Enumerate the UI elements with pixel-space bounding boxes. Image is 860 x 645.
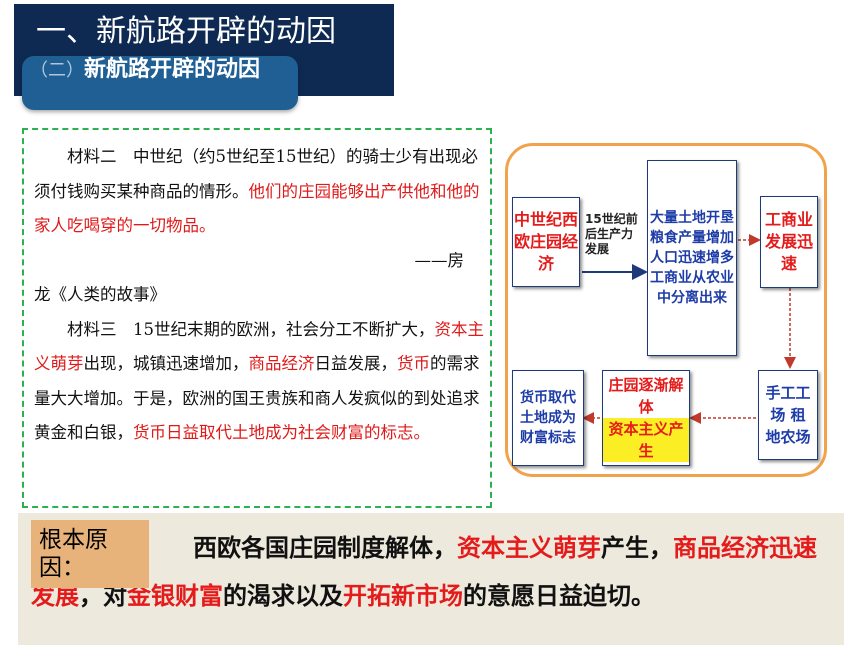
flow-box-dissolve-line2: 资本主义产生 xyxy=(603,418,689,462)
reason-panel xyxy=(18,513,844,645)
material-paragraph: 龙《人类的故事》 xyxy=(34,278,484,313)
subtitle-number: （二） xyxy=(30,60,84,81)
reason-highlight: 商品经济迅速发展 xyxy=(31,534,817,610)
material-paragraph: 材料二 中世纪（约5世纪至15世纪）的骑士少有出现必须付钱购买某种商品的情形。他… xyxy=(34,140,484,244)
reason-segment: 西欧各国庄园制度解体， xyxy=(193,534,457,562)
material-highlight: 货币 xyxy=(397,354,430,373)
material-highlight: 资本主义萌芽 xyxy=(34,319,484,374)
material-segment: 龙《人类的故事》 xyxy=(34,285,166,304)
flow-label-15c: 15世纪前后生产力发展 xyxy=(585,212,638,256)
flow-box-dissolve-line1: 庄园逐渐解体 xyxy=(608,376,684,416)
flow-box-currency: 货币取代土地成为财富标志 xyxy=(512,370,584,466)
material-highlight: 货币日益取代土地成为社会财富的标志。 xyxy=(133,423,430,442)
material-segment: 出现，城镇迅速增加， xyxy=(83,354,249,373)
material-paragraph: ——房 xyxy=(34,244,484,279)
material-segment: 的需求量大大增加。于是，欧洲的国王贵族和商人发疯似的到处追求黄金和白银， xyxy=(34,354,480,442)
reason-segment: 的渴求以及 xyxy=(223,582,343,610)
subtitle: （二）新航路开辟的动因 xyxy=(30,56,280,84)
subtitle-badge xyxy=(22,56,298,110)
flow-box-land: 大量土地开垦 粮食产量增加 人口迅速增多 工商业从农业中分离出来 xyxy=(647,160,737,356)
material-highlight: 他们的庄园能够出产供他和他的家人吃喝穿的一切物品。 xyxy=(34,181,480,236)
material-segment: 日益发展， xyxy=(314,354,398,373)
reason-label: 根本原因： xyxy=(31,520,149,588)
flow-box-manor: 中世纪西欧庄园经济 xyxy=(512,197,580,287)
flow-box-workshop: 手工工场 租地农场 xyxy=(758,370,818,460)
material-text: 材料二 中世纪（约5世纪至15世纪）的骑士少有出现必须付钱购买某种商品的情形。他… xyxy=(34,140,484,451)
reason-highlight: 资本主义萌芽 xyxy=(457,534,601,562)
material-highlight: 商品经济 xyxy=(248,354,315,373)
page-title: 一、新航路开辟的动因 xyxy=(36,14,336,49)
material-box: 材料二 中世纪（约5世纪至15世纪）的骑士少有出现必须付钱购买某种商品的情形。他… xyxy=(22,128,492,508)
reason-segment: 产生， xyxy=(601,534,673,562)
material-paragraph: 材料三 15世纪末期的欧洲，社会分工不断扩大，资本主义萌芽出现，城镇迅速增加，商… xyxy=(34,313,484,451)
flow-box-commerce: 工商业发展迅速 xyxy=(760,196,818,288)
material-segment: 材料三 15世纪末期的欧洲，社会分工不断扩大， xyxy=(67,319,435,339)
reason-segment: 的意愿日益迫切。 xyxy=(463,582,655,610)
reason-highlight: 开拓新市场 xyxy=(343,582,463,610)
material-segment: 材料二 中世纪（约5世纪至15世纪）的骑士少有出现必须付钱购买某种商品的情形。 xyxy=(34,147,478,201)
flow-frame xyxy=(505,143,827,477)
material-segment: ——房 xyxy=(414,250,465,270)
reason-text: 西欧各国庄园制度解体，资本主义萌芽产生，商品经济迅速发展，对金银财富的渴求以及开… xyxy=(31,524,831,620)
subtitle-text: 新航路开辟的动因 xyxy=(84,57,261,82)
flow-box-dissolve: 庄园逐渐解体 资本主义产生 xyxy=(602,370,690,466)
